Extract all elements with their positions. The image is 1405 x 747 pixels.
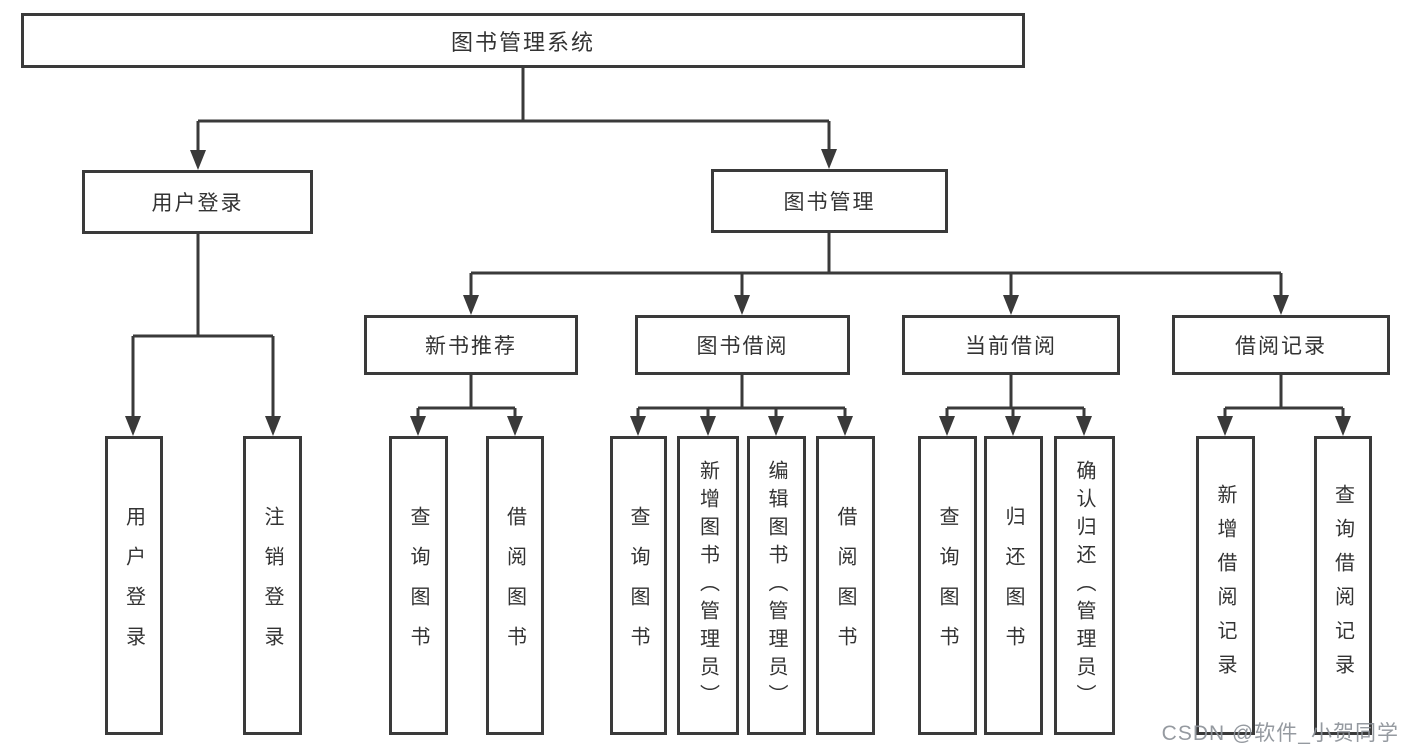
leaf-label: 新增借阅记录	[1214, 483, 1236, 688]
leaf-label: 新增图书（管理员）	[696, 459, 719, 712]
leaf-add-book-admin: 新增图书（管理员）	[677, 436, 739, 735]
leaf-label: 查询图书	[627, 505, 649, 666]
leaf-return-book: 归还图书	[984, 436, 1043, 735]
node-book-borrowing: 图书借阅	[635, 315, 850, 375]
leaf-label: 查询借阅记录	[1331, 483, 1354, 688]
leaf-query-books-borrowing: 查询图书	[610, 436, 667, 735]
leaf-query-borrow-record: 查询借阅记录	[1314, 436, 1372, 735]
leaf-logout: 注销登录	[243, 436, 302, 735]
leaf-edit-book-admin: 编辑图书（管理员）	[747, 436, 806, 735]
leaf-label: 确认归还（管理员）	[1073, 459, 1095, 712]
leaf-confirm-return-admin: 确认归还（管理员）	[1054, 436, 1115, 735]
leaf-label: 借阅图书	[503, 505, 526, 666]
node-user-login: 用户登录	[82, 170, 313, 234]
node-book-management: 图书管理	[711, 169, 948, 233]
leaf-query-books-current: 查询图书	[918, 436, 977, 735]
leaf-label: 归还图书	[1002, 505, 1024, 666]
leaf-label: 注销登录	[261, 505, 283, 666]
node-library-management-system: 图书管理系统	[21, 13, 1025, 68]
leaf-borrow-books-recommend: 借阅图书	[486, 436, 544, 735]
node-new-book-recommendation: 新书推荐	[364, 315, 578, 375]
leaf-label: 查询图书	[407, 505, 429, 666]
leaf-label: 用户登录	[122, 505, 145, 666]
node-current-borrowing: 当前借阅	[902, 315, 1120, 375]
node-borrowing-records: 借阅记录	[1172, 315, 1390, 375]
csdn-watermark: CSDN @软件_小贺同学	[1161, 722, 1399, 745]
tree-edges	[131, 68, 1345, 418]
leaf-label: 借阅图书	[834, 505, 856, 666]
leaf-label: 编辑图书（管理员）	[765, 459, 787, 712]
leaf-label: 查询图书	[936, 505, 958, 666]
leaf-user-login: 用户登录	[105, 436, 163, 735]
leaf-query-books-recommend: 查询图书	[389, 436, 448, 735]
leaf-borrow-books-borrowing: 借阅图书	[816, 436, 875, 735]
leaf-add-borrow-record: 新增借阅记录	[1196, 436, 1255, 735]
